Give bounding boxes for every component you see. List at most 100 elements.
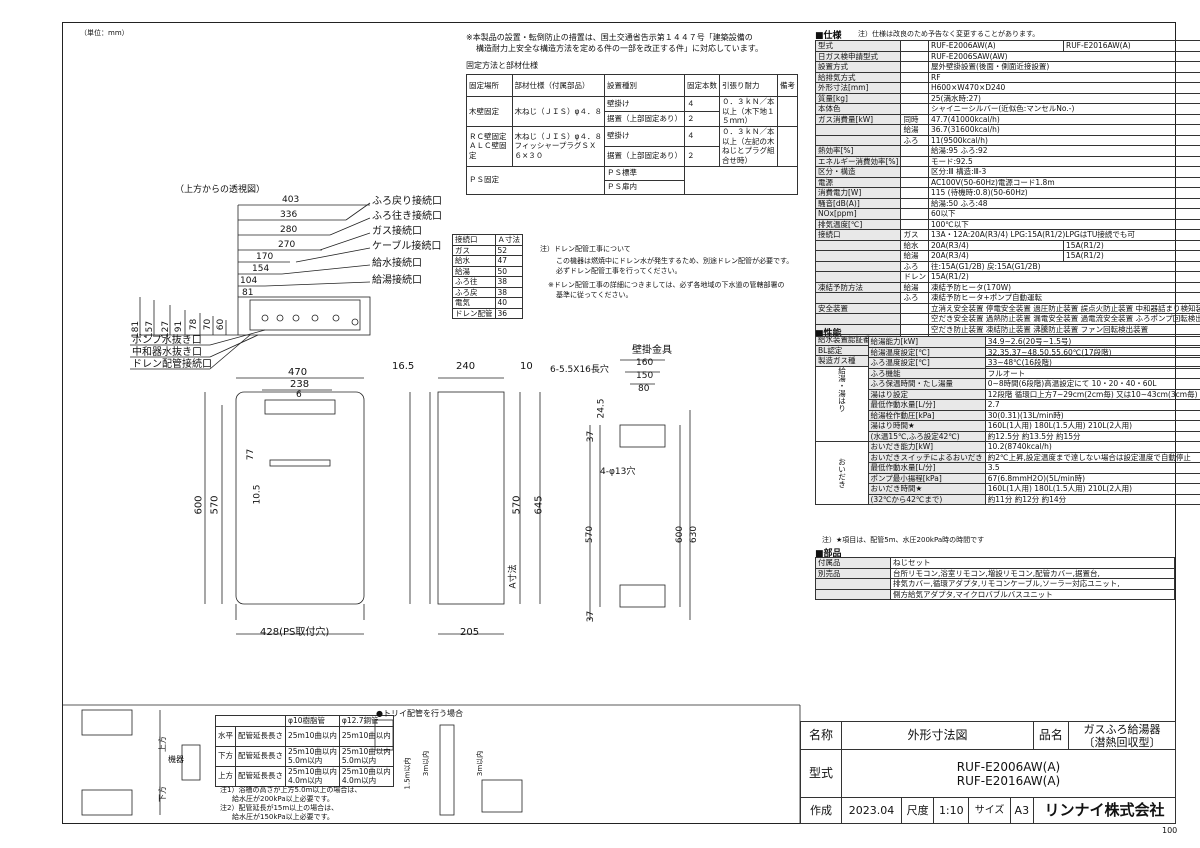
pipe-cell: 配管延長長さ <box>235 745 286 767</box>
spec-value: 立消え安全装置 停電安全装置 過圧防止装置 誤点火防止装置 中和器詰まり検知装置 <box>927 302 1200 314</box>
spec-value: 空だき防止装置 凍結防止装置 沸騰防止装置 ファン回転検出装置 <box>927 323 1200 335</box>
perf-table: 給湯・湯はり給湯能力[kW]34.9~2.6(20号~1.5号)給湯温度設定[℃… <box>815 336 1200 505</box>
size-value: A3 <box>1009 797 1034 824</box>
title-block: 名称 外形寸法図 品名 ガスふろ給湯器〔潜熱回収型〕 型式 RUF-E2006A… <box>800 721 1177 824</box>
perf-note: 注）★項目は、配管5m、水圧200kPa時の時間です <box>822 536 985 544</box>
a-cell: ふろ往 <box>452 276 496 288</box>
dim-91: 91 <box>174 320 185 333</box>
spec-label: NOx[ppm] <box>814 208 902 220</box>
spec-sublabel <box>900 176 929 188</box>
model-value: RUF-E2006AW(A)RUF-E2016AW(A) <box>841 749 1176 798</box>
company-name: リンナイ株式会社 <box>1032 797 1177 824</box>
dim-154: 154 <box>252 264 270 274</box>
trap-note: ●トリイ配管を行う場合 <box>376 709 463 718</box>
label-neutralizer-drain: 中和器水抜き口 <box>132 347 202 358</box>
spec-sublabel: 給水 <box>900 239 929 251</box>
spec-value: RF <box>927 71 1200 83</box>
spec-label: 電源 <box>814 176 902 188</box>
perf-value: 30(0.31)(13L/min時) <box>984 409 1200 421</box>
parts-label <box>815 588 891 600</box>
spec-value: 47.7(41000kcal/h) <box>927 113 1200 125</box>
a-cell: 47 <box>494 255 523 267</box>
spec-value: 115 (待機時:0.8)(50-60Hz) <box>927 187 1200 199</box>
perf-label: (32℃から42℃まで) <box>867 493 986 505</box>
spec-sublabel <box>900 187 929 199</box>
drain-note-2: この機器は燃焼中にドレン水が発生するため、別途ドレン配管が必要です。 <box>556 257 794 265</box>
drain-note-5: 基準に従ってください。 <box>556 291 633 299</box>
a-header: 接続口 <box>452 234 496 246</box>
front-h105: 10.5 <box>252 484 263 505</box>
size-label: サイズ <box>968 797 1011 824</box>
spec-value: 13A・12A:20A(R3/4) LPG:15A(R1/2)LPGはTU接続で… <box>927 229 1200 241</box>
label-cable: ケーブル接続口 <box>372 241 442 252</box>
spec-value: 100℃以下 <box>927 218 1200 230</box>
spec-value: モード:92.5 <box>927 155 1200 167</box>
perf-value: 160L(1人用) 180L(1.5人用) 210L(2人用) <box>984 483 1200 495</box>
front-h570: 570 <box>209 495 221 515</box>
spec-value: 15A(R1/2) <box>1062 250 1200 262</box>
parts-label: 別売品 <box>815 567 891 579</box>
perf-value: フルオート <box>984 367 1200 379</box>
spec-sublabel: 給湯 <box>900 281 929 293</box>
spec-label: 質量[kg] <box>814 92 902 104</box>
unit-note: （単位：mm） <box>80 29 129 37</box>
parts-label <box>815 578 891 590</box>
perf-value: 3.5 <box>984 462 1200 474</box>
spec-sublabel <box>900 103 929 115</box>
spec-sublabel <box>900 197 929 209</box>
made-label: 作成 <box>800 797 842 824</box>
a-cell: 給水 <box>452 255 496 267</box>
parts-value: 側方給気アダプタ,マイクロバブルバスユニット <box>890 588 1175 600</box>
mount-cell: ＰＳ固定 <box>466 165 605 195</box>
a-cell: 50 <box>494 265 523 277</box>
scale-value: 1:10 <box>933 797 970 824</box>
pipe-cell: 配管延長長さ <box>235 765 286 787</box>
bracket-w160: 160 <box>636 358 654 368</box>
front-width: 470 <box>288 367 308 378</box>
spec-sublabel <box>900 61 929 73</box>
dim-78: 78 <box>189 318 200 331</box>
unit-label: 機器 <box>168 755 184 764</box>
dim-81: 81 <box>242 288 254 298</box>
perf-value: 160L(1人用) 180L(1.5人用) 210L(2人用) <box>984 420 1200 432</box>
side-d10: 10 <box>520 361 533 372</box>
spec-sublabel: ふろ <box>900 292 929 304</box>
spec-label: 熱効率[%] <box>814 145 902 157</box>
model-line-1: RUF-E2006AW(A) <box>956 759 1061 774</box>
mount-cell: ０．３ｋＮ／本以上（木下地１５ｍｍ） <box>718 96 779 127</box>
dim-336: 336 <box>280 210 298 220</box>
a-cell: 36 <box>494 307 523 319</box>
spec-label: 排気温度[℃] <box>814 218 902 230</box>
a-cell: ガス <box>452 244 496 256</box>
perf-value: 32,35,37~48,50,55,60℃(17段階) <box>984 346 1200 358</box>
spec-sublabel <box>900 71 929 83</box>
spec-label: 本体色 <box>814 103 902 115</box>
dim-104: 104 <box>240 276 258 286</box>
up-label: 上方 <box>158 736 167 752</box>
front-d6: 6 <box>296 390 302 400</box>
side-h645: 645 <box>533 495 545 515</box>
spec-sublabel: ふろ <box>900 260 929 272</box>
scale-label: 尺度 <box>901 797 935 824</box>
spec-sublabel <box>900 155 929 167</box>
spec-label: 設置方式 <box>814 61 902 73</box>
pipe-cell: 配管延長長さ <box>235 725 286 747</box>
spec-value: 25(満水時:27) <box>927 92 1200 104</box>
side-h570: 570 <box>511 495 523 515</box>
a-cell: 40 <box>494 297 523 309</box>
top-view-label: （上方からの透視図） <box>175 185 266 195</box>
mount-header: 備考 <box>777 74 798 97</box>
dim-403: 403 <box>282 195 300 205</box>
spec-value: 36.7(31600kcal/h) <box>927 124 1200 136</box>
front-inner: 238 <box>290 379 310 390</box>
spec-value: 15A(R1/2) <box>927 271 1200 283</box>
mount-cell: 木壁固定 <box>466 96 513 127</box>
len-15: 1.5m以内 <box>403 757 412 790</box>
perf-value: 0~8時間(6段階)高温設定にて 10・20・40・60L <box>984 378 1200 390</box>
spec-sublabel <box>900 313 929 325</box>
spec-label: 接続口 <box>814 229 902 241</box>
perf-group: 給湯・湯はり <box>815 336 869 442</box>
pipe-header <box>215 715 286 727</box>
spec-value: 空だき安全装置 過熱防止装置 漏電安全装置 過電流安全装置 ふろポンプ回転検出装… <box>927 313 1200 325</box>
spec-value: 往:15A(G1/2B) 戻:15A(G1/2B) <box>927 260 1200 272</box>
